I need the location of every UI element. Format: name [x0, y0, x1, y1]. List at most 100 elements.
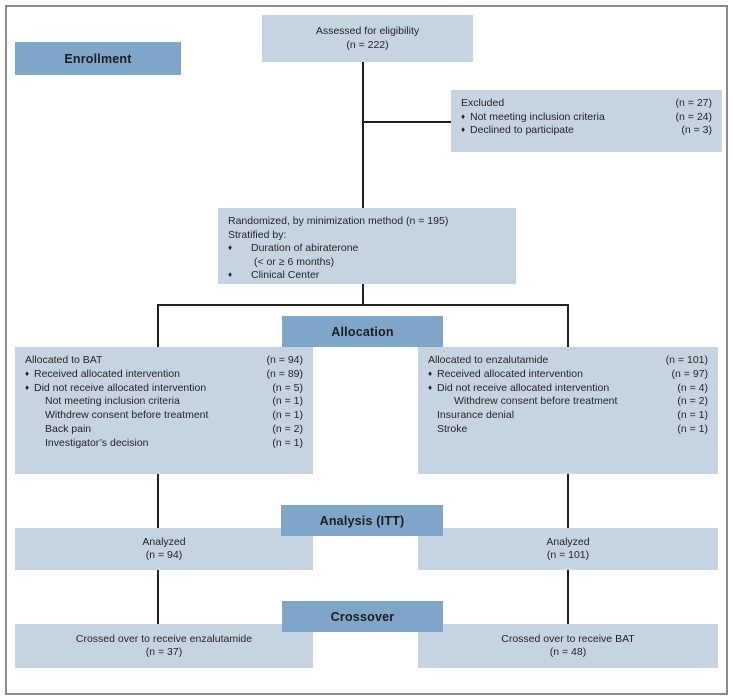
box-analyzed-right: Analyzed (n = 101) — [418, 528, 718, 570]
allocated-right-notreceived-label: Did not receive allocated intervention — [437, 381, 610, 394]
connector-split-bar — [157, 304, 569, 306]
analyzed-left-line-1: Analyzed — [142, 535, 186, 548]
box-excluded: Excluded (n = 27) Not meeting inclusion … — [451, 90, 722, 152]
allocated-left-reason-row: Not meeting inclusion criteria (n = 1) — [25, 395, 303, 409]
excluded-item-row: Declined to participate (n = 3) — [461, 124, 712, 138]
allocated-right-reason-n: (n = 1) — [677, 422, 708, 435]
excluded-title-row: Excluded (n = 27) — [461, 97, 712, 111]
connector-left-allocation-to-analyzed — [157, 474, 159, 529]
allocated-right-title-row: Allocated to enzalutamide (n = 101) — [428, 354, 708, 368]
allocated-left-reason-label: Back pain — [45, 422, 92, 435]
diamond-bullet-icon — [25, 368, 34, 382]
analyzed-left-line-2: (n = 94) — [145, 549, 183, 561]
allocated-left-title-row: Allocated to BAT (n = 94) — [25, 354, 303, 368]
banner-crossover: Crossover — [282, 601, 443, 632]
connector-trunk-to-excluded — [362, 121, 451, 123]
randomized-line-1: Randomized, by minimization method (n = … — [228, 215, 449, 227]
allocated-left-reason-n: (n = 1) — [272, 436, 303, 449]
diamond-bullet-icon — [428, 382, 437, 396]
allocated-left-reason-n: (n = 1) — [272, 395, 303, 408]
allocated-left-notreceived-row: Did not receive allocated intervention (… — [25, 382, 303, 396]
box-assessed-for-eligibility: Assessed for eligibility (n = 222) — [262, 15, 473, 62]
box-analyzed-left: Analyzed (n = 94) — [15, 528, 313, 570]
connector-right-allocation-to-analyzed — [567, 474, 569, 529]
banner-enrollment-label: Enrollment — [64, 51, 132, 66]
allocated-left-reason-row: Investigator’s decision (n = 1) — [25, 437, 303, 451]
allocated-right-reason-label: Withdrew consent before treatment — [454, 395, 618, 408]
banner-analysis: Analysis (ITT) — [281, 505, 443, 536]
box-allocated-right: Allocated to enzalutamide (n = 101) Rece… — [418, 347, 718, 474]
banner-allocation: Allocation — [282, 316, 443, 347]
allocated-right-reason-row: Withdrew consent before treatment (n = 2… — [428, 395, 708, 409]
box-allocated-left: Allocated to BAT (n = 94) Received alloc… — [15, 347, 313, 474]
allocated-left-received-row: Received allocated intervention (n = 89) — [25, 368, 303, 382]
excluded-title: Excluded — [461, 97, 505, 109]
diamond-bullet-icon — [461, 124, 470, 138]
assessed-line-1: Assessed for eligibility — [315, 25, 420, 37]
connector-split-to-left-allocation — [157, 304, 159, 348]
diamond-bullet-icon — [428, 368, 437, 382]
analyzed-right-line-1: Analyzed — [546, 535, 590, 548]
connector-assessed-to-randomized — [362, 62, 364, 208]
allocated-left-notreceived-label: Did not receive allocated intervention — [34, 381, 207, 394]
connector-randomized-down — [362, 284, 364, 306]
excluded-item-label: Declined to participate — [470, 124, 574, 136]
crossover-right-line-1: Crossed over to receive BAT — [501, 632, 635, 645]
excluded-title-n: (n = 27) — [675, 97, 712, 109]
allocated-left-notreceived-n: (n = 5) — [272, 381, 303, 394]
allocated-right-reason-n: (n = 1) — [677, 409, 708, 422]
allocated-left-reason-n: (n = 1) — [272, 409, 303, 422]
connector-split-to-right-allocation — [567, 304, 569, 348]
randomized-strat-item: Duration of abiraterone — [228, 242, 506, 256]
crossover-left-line-1: Crossed over to receive enzalutamide — [75, 632, 253, 645]
excluded-item-label: Not meeting inclusion criteria — [470, 110, 605, 123]
box-crossover-left: Crossed over to receive enzalutamide (n … — [15, 624, 313, 668]
allocated-right-reason-label: Insurance denial — [437, 409, 515, 422]
allocated-right-received-row: Received allocated intervention (n = 97) — [428, 368, 708, 382]
allocated-left-reason-row: Withdrew consent before treatment (n = 1… — [25, 409, 303, 423]
crossover-left-line-2: (n = 37) — [145, 646, 183, 658]
allocated-left-reason-label: Investigator’s decision — [45, 436, 149, 449]
allocated-right-reason-n: (n = 2) — [677, 395, 708, 408]
randomized-line-2: Stratified by: — [228, 228, 287, 241]
crossover-right-line-2: (n = 48) — [549, 646, 587, 658]
excluded-item-row: Not meeting inclusion criteria (n = 24) — [461, 111, 712, 125]
allocated-left-notreceived-wrap: Did not receive allocated intervention — [25, 382, 272, 396]
connector-left-analyzed-to-crossover — [157, 570, 159, 624]
allocated-right-title-n: (n = 101) — [665, 354, 708, 366]
diamond-bullet-icon — [461, 111, 470, 125]
allocated-left-received-n: (n = 89) — [266, 367, 303, 380]
allocated-left-reason-n: (n = 2) — [272, 422, 303, 435]
excluded-item-label-wrap: Not meeting inclusion criteria — [461, 111, 676, 125]
randomized-strat-item-label: Clinical Center — [251, 269, 320, 281]
allocated-right-received-n: (n = 97) — [671, 367, 708, 380]
allocated-left-received-wrap: Received allocated intervention — [25, 368, 267, 382]
banner-crossover-label: Crossover — [330, 609, 395, 624]
allocated-left-title-n: (n = 94) — [266, 354, 303, 366]
allocated-left-received-label: Received allocated intervention — [34, 367, 180, 380]
excluded-item-label-wrap: Declined to participate — [461, 124, 681, 138]
randomized-strat-item-label: Duration of abiraterone — [251, 242, 359, 254]
box-randomized: Randomized, by minimization method (n = … — [218, 208, 516, 284]
allocated-left-reason-row: Back pain (n = 2) — [25, 423, 303, 437]
allocated-left-reason-label: Not meeting inclusion criteria — [45, 395, 180, 408]
diamond-bullet-icon — [25, 382, 34, 396]
randomized-strat-item: Clinical Center — [228, 269, 506, 283]
allocated-left-title: Allocated to BAT — [25, 354, 103, 366]
box-crossover-right: Crossed over to receive BAT (n = 48) — [418, 624, 718, 668]
allocated-right-title: Allocated to enzalutamide — [428, 354, 549, 366]
diamond-bullet-icon — [228, 269, 237, 283]
banner-analysis-label: Analysis (ITT) — [319, 513, 405, 528]
allocated-right-notreceived-n: (n = 4) — [677, 381, 708, 394]
excluded-item-n: (n = 3) — [681, 124, 712, 136]
connector-right-analyzed-to-crossover — [567, 570, 569, 624]
diamond-bullet-icon — [228, 242, 237, 256]
allocated-right-reason-label: Stroke — [437, 422, 468, 435]
banner-enrollment: Enrollment — [15, 42, 181, 75]
randomized-strat-item-sub: (< or ≥ 6 months) — [254, 255, 335, 268]
analyzed-right-line-2: (n = 101) — [546, 549, 590, 561]
allocated-right-received-wrap: Received allocated intervention — [428, 368, 672, 382]
allocated-right-reason-row: Insurance denial (n = 1) — [428, 409, 708, 423]
allocated-right-received-label: Received allocated intervention — [437, 367, 583, 380]
